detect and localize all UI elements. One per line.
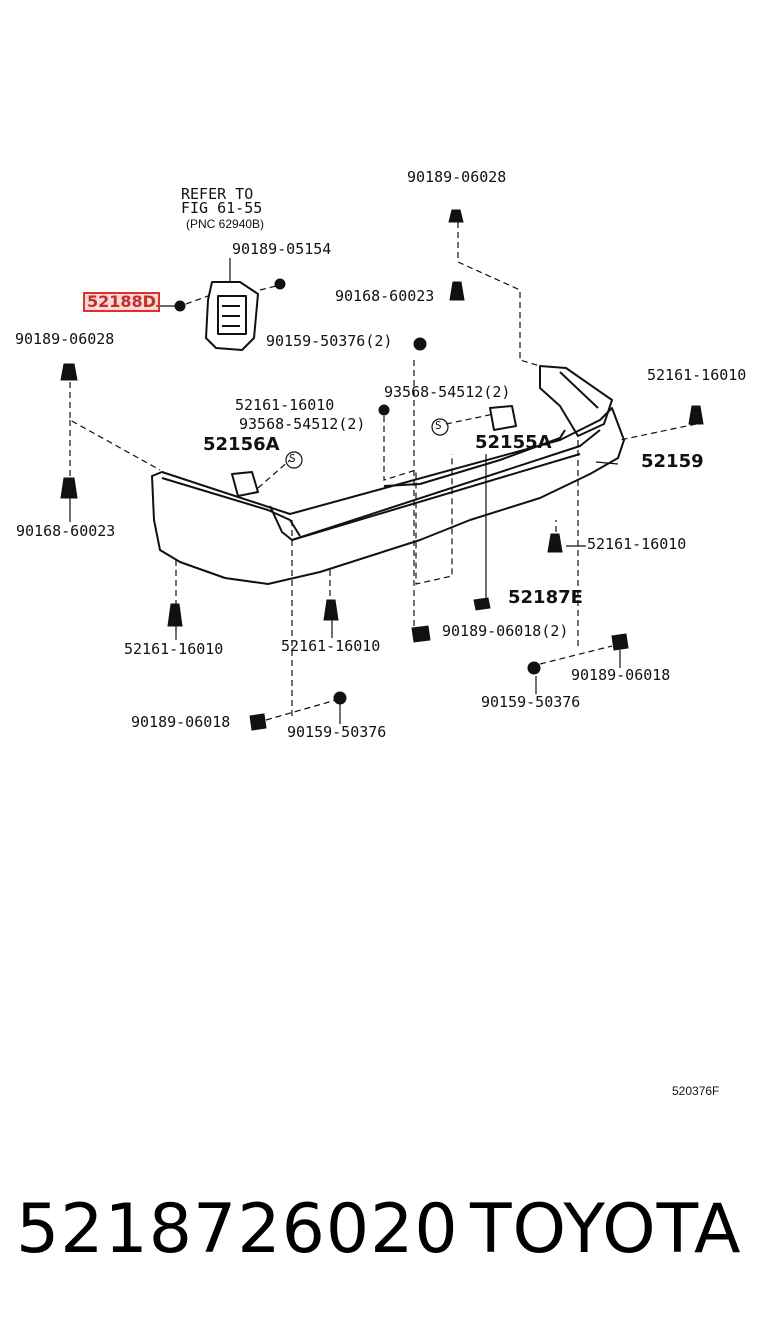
bumper-reinforcement (383, 429, 566, 487)
reflector-housing (205, 281, 259, 351)
label-90159-50376-right: 90159-50376 (481, 693, 581, 711)
label-93568-54512-2-right: 93568-54512(2) (384, 383, 511, 401)
brand-name: TOYOTA (470, 1190, 742, 1269)
fastener-right-mid (547, 533, 563, 553)
dashed-bottom-right (539, 645, 613, 665)
s-mark-2: S (289, 452, 296, 465)
dashed-top-right (457, 222, 541, 367)
dashed-center-box (383, 416, 453, 585)
label-52161-16010-r2: 52161-16010 (587, 535, 687, 553)
fastener-bottom-mid (323, 599, 339, 621)
refer-note-line3: (PNC 62940B) (186, 217, 265, 231)
dashed-bottom-r (265, 699, 337, 721)
label-52161-16010-right: 52161-16010 (647, 366, 747, 384)
fastener-right-top (688, 405, 704, 425)
label-52161-16010-bottom-mid: 52161-16010 (281, 637, 381, 655)
label-52161-16010-mid: 52161-16010 (235, 396, 335, 414)
label-90159-50376-2: 90159-50376(2) (266, 332, 393, 350)
screw-90159-b (527, 661, 541, 675)
fastener-top (448, 209, 464, 223)
dashed-left (69, 382, 161, 471)
label-90189-05154: 90189-05154 (232, 240, 332, 258)
label-90168-60023-top: 90168-60023 (335, 287, 435, 305)
figure-code: 520376F (672, 1084, 720, 1098)
nut-90189-06018-a (411, 625, 431, 643)
label-90189-06018-right: 90189-06018 (571, 666, 671, 684)
nut-90189-06018-b (611, 633, 629, 651)
fastener-upper-mid (449, 281, 465, 301)
dashed-52188 (185, 295, 209, 305)
label-52156a: 52156A (203, 434, 280, 455)
screw-52188 (174, 300, 186, 312)
label-90189-06028-top: 90189-06028 (407, 168, 507, 186)
part-number: 5218726020 (16, 1190, 459, 1269)
dashed-s1 (445, 413, 495, 425)
label-90159-50376-bottom: 90159-50376 (287, 723, 387, 741)
label-52188d-highlighted[interactable]: 52188D (83, 292, 160, 312)
label-52161-16010-bottom-left: 52161-16010 (124, 640, 224, 658)
s-symbol-1 (431, 418, 449, 436)
nut-90189-06018-c (249, 713, 267, 731)
label-90189-06028-left: 90189-06028 (15, 330, 115, 348)
screw-90189-05154 (274, 278, 286, 290)
dashed-05154 (259, 285, 277, 291)
fastener-bottom-left (167, 603, 183, 627)
bumper-crease (291, 453, 581, 541)
s-symbol-2 (285, 451, 303, 469)
screw-90159-c (333, 691, 347, 705)
label-52155a: 52155A (475, 432, 552, 453)
bumper-cover (151, 407, 625, 585)
clip-52155a (489, 405, 517, 431)
label-93568-54512-2-left: 93568-54512(2) (239, 415, 366, 433)
label-52187e: 52187E (508, 587, 583, 608)
label-90168-60023-left: 90168-60023 (16, 522, 116, 540)
dashed-right (619, 423, 697, 441)
label-90189-06018-2: 90189-06018(2) (442, 622, 569, 640)
rear-bracket (539, 365, 613, 437)
clip-52156a (231, 471, 259, 497)
fastener-left-top (60, 363, 78, 381)
clip-93568 (378, 404, 390, 416)
refer-note-line1: REFER TO (181, 185, 254, 203)
bumper-top-edge (161, 477, 301, 537)
clip-52187e (473, 597, 491, 611)
label-90189-06018-bottom: 90189-06018 (131, 713, 231, 731)
refer-note-line2: FIG 61-55 (181, 199, 263, 217)
screw-90159-a (413, 337, 427, 351)
fastener-left-bottom (60, 477, 78, 499)
s-mark-1: S (435, 419, 442, 432)
label-52159: 52159 (641, 451, 704, 472)
dashed-s2 (257, 459, 291, 489)
